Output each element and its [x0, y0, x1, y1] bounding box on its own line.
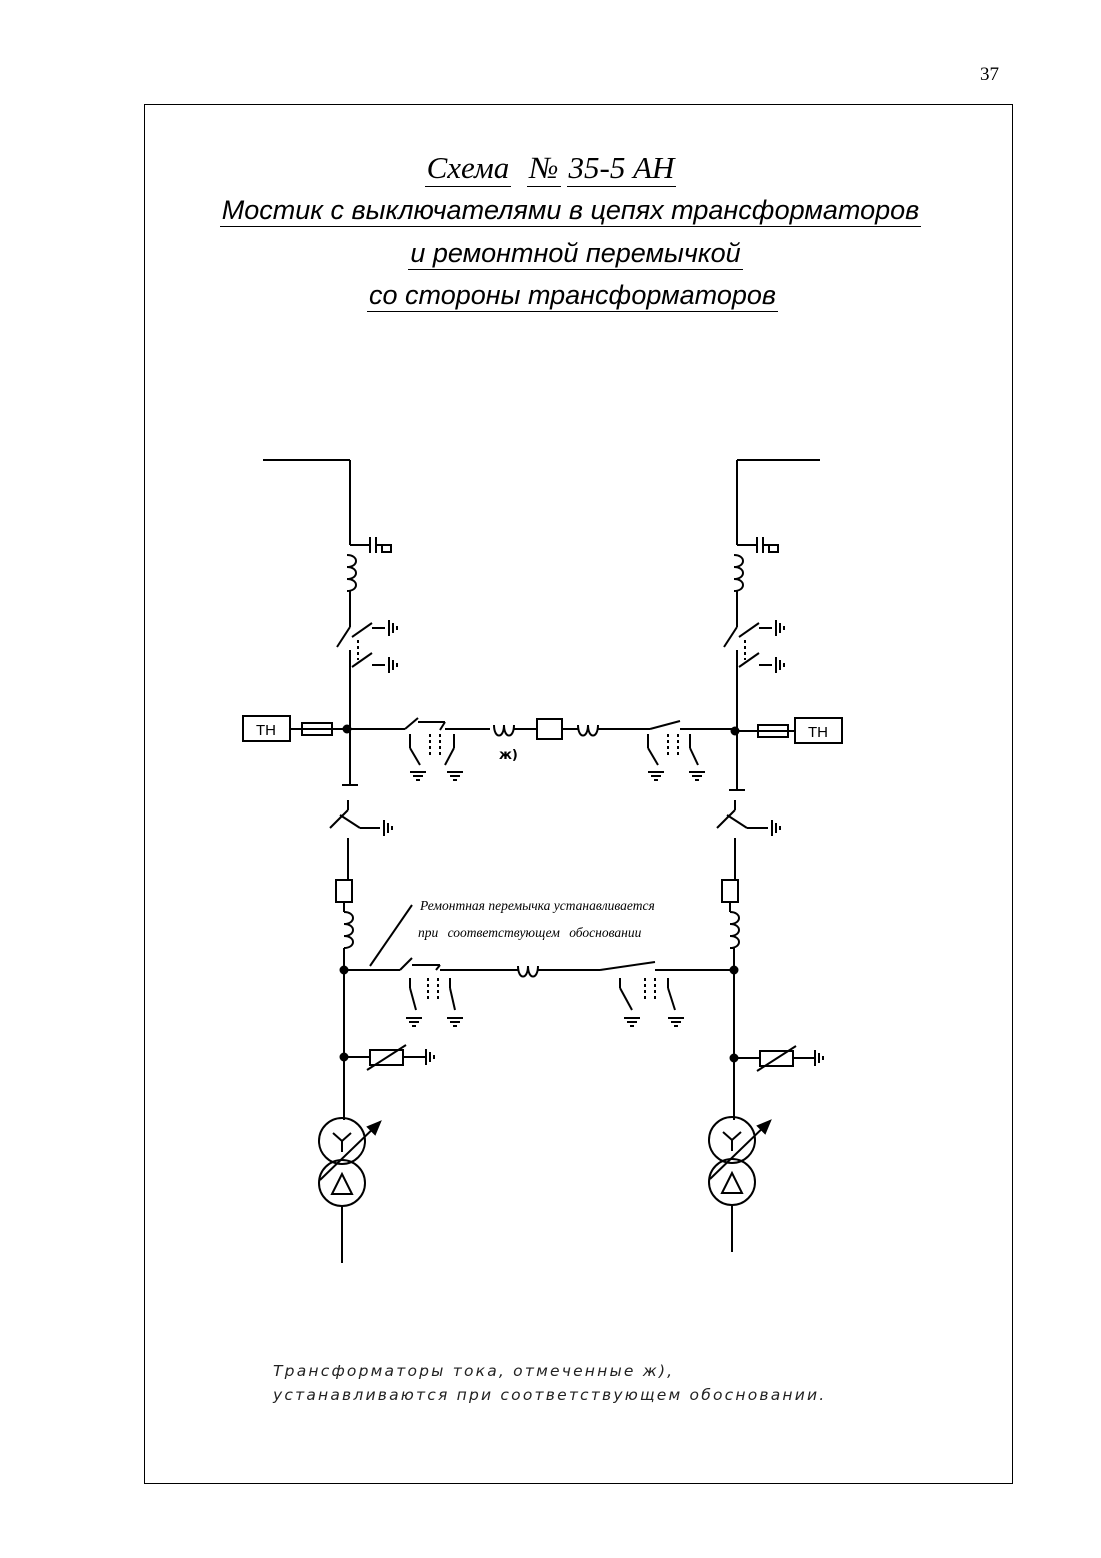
- ct-mark: ж): [499, 748, 518, 763]
- left-vt-box: [242, 715, 291, 742]
- bridge-ct-left-icon: [493, 724, 515, 737]
- drawing-frame: [144, 104, 1013, 1484]
- right-vt-label: ТН: [808, 724, 828, 741]
- left-line-lead: [263, 459, 351, 545]
- bridge-breaker: [536, 718, 563, 740]
- title-line-3: и ремонтной перемычкой: [25, 238, 1101, 270]
- left-line-trap-icon: [346, 554, 357, 592]
- left-surge-arrester: [344, 1044, 435, 1071]
- repair-jumper: [344, 904, 735, 1027]
- footnote-line-1: Трансформаторы тока, отмеченные ж),: [273, 1362, 675, 1380]
- left-vt-branch: ТН: [242, 715, 350, 742]
- page-number: 37: [980, 64, 999, 85]
- scheme-code: 35-5 АН: [566, 150, 677, 187]
- scheme-word: Схема: [424, 150, 512, 187]
- left-transformer-breaker: [335, 879, 353, 903]
- left-vt-fuse: [301, 722, 333, 736]
- number-sign: №: [527, 150, 561, 187]
- left-power-transformer: [318, 1117, 382, 1263]
- title-line-4: со стороны трансформаторов: [22, 280, 1101, 312]
- right-line-trap-icon: [733, 554, 744, 592]
- left-coupling-capacitor: [350, 537, 392, 553]
- footnote-line-2: устанавливаются при соответствующем обос…: [273, 1386, 827, 1404]
- right-transformer-disconnector: [716, 800, 781, 880]
- right-bottom-node: [729, 965, 739, 975]
- bridge-ct-right-icon: [577, 724, 599, 737]
- right-surge-arrester: [734, 1045, 824, 1072]
- bridge-breaker-branch: ж): [350, 717, 735, 781]
- jumper-note-line-2: при соответствующем обосновании: [418, 925, 642, 940]
- title-line-4-text: со стороны трансформаторов: [366, 280, 778, 312]
- title-line-2-text: Мостик с выключателями в цепях трансформ…: [219, 195, 922, 227]
- right-transformer-breaker: [721, 879, 739, 903]
- right-transformer-ct-icon: [729, 911, 740, 949]
- left-transformer-disconnector: [329, 800, 393, 880]
- left-vt-label: ТН: [256, 722, 276, 739]
- right-vt-fuse: [757, 724, 789, 738]
- title-line-3-text: и ремонтной перемычкой: [408, 238, 743, 270]
- jumper-note-line-1: Ремонтная перемычка устанавливается: [419, 898, 655, 913]
- right-power-transformer: [708, 1116, 772, 1252]
- right-line-disconnector: [723, 619, 785, 791]
- right-vt-box: [794, 717, 843, 744]
- jumper-ct-icon: [517, 965, 539, 978]
- right-vt-branch: ТН: [737, 717, 843, 744]
- left-line-disconnector: [336, 619, 398, 728]
- right-coupling-capacitor: [737, 537, 779, 553]
- right-line-lead: [736, 459, 820, 545]
- left-transformer-ct-icon: [343, 911, 354, 949]
- title-line-2: Мостик с выключателями в цепях трансформ…: [20, 195, 1101, 227]
